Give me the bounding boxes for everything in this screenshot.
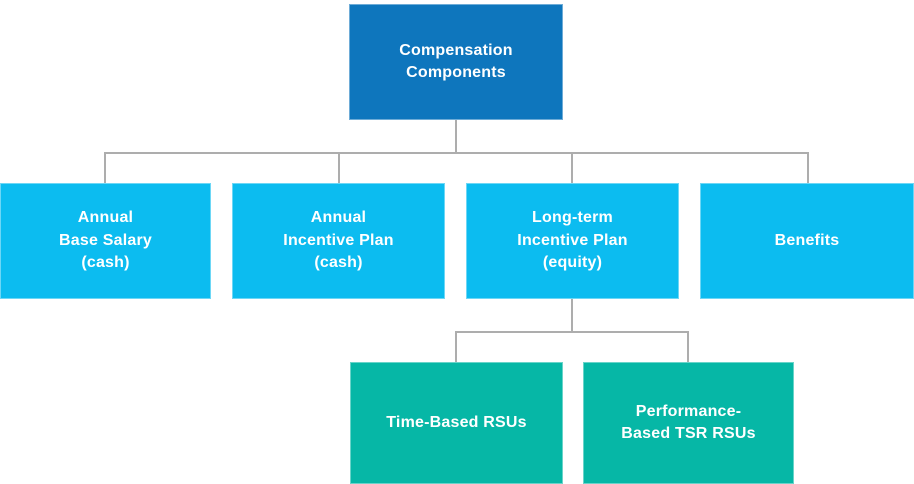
connector-drop-time-based-rsus xyxy=(455,331,457,362)
connector-level2-rail xyxy=(455,331,689,333)
node-benefits: Benefits xyxy=(700,183,914,299)
node-label: Time-Based RSUs xyxy=(386,413,527,431)
node-label: Long-term Incentive Plan (equity) xyxy=(517,209,628,272)
node-label: Annual Incentive Plan (cash) xyxy=(283,209,394,272)
connector-ltip-stem xyxy=(571,299,573,332)
connector-drop-long-term-incentive-plan xyxy=(571,152,573,183)
node-compensation-components: Compensation Components xyxy=(349,4,563,120)
node-performance-based-tsr-rsus: Performance- Based TSR RSUs xyxy=(583,362,794,484)
node-time-based-rsus: Time-Based RSUs xyxy=(350,362,563,484)
connector-drop-benefits xyxy=(807,152,809,183)
node-label: Compensation Components xyxy=(399,41,513,81)
node-annual-base-salary: Annual Base Salary (cash) xyxy=(0,183,211,299)
node-label: Performance- Based TSR RSUs xyxy=(621,402,756,442)
connector-drop-annual-incentive-plan xyxy=(338,152,340,183)
node-long-term-incentive-plan: Long-term Incentive Plan (equity) xyxy=(466,183,679,299)
connector-drop-performance-based-tsr-rsus xyxy=(687,331,689,362)
connector-drop-annual-base-salary xyxy=(104,152,106,183)
connector-root-stem xyxy=(455,120,457,153)
node-label: Benefits xyxy=(774,231,840,249)
connector-level1-rail xyxy=(104,152,809,154)
node-annual-incentive-plan: Annual Incentive Plan (cash) xyxy=(232,183,445,299)
node-label: Annual Base Salary (cash) xyxy=(59,209,152,272)
